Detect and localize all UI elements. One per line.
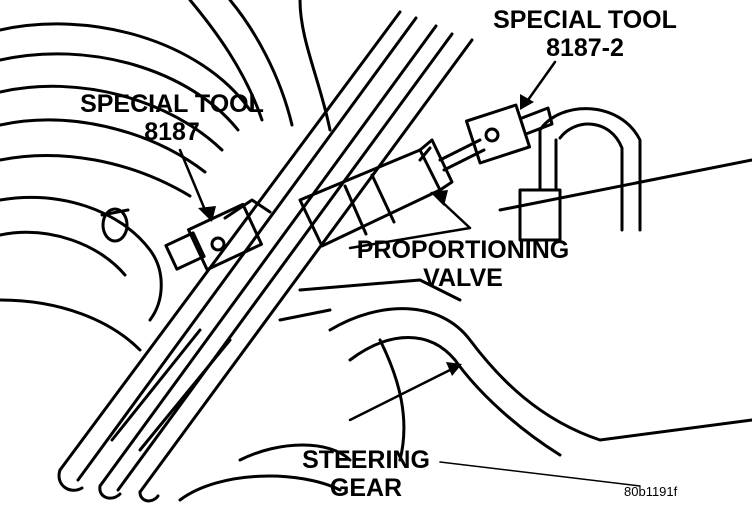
arrowhead-steering-gear — [446, 362, 462, 376]
label-steering-gear: STEERING GEAR — [292, 446, 440, 502]
label-proportioning-valve-line1: PROPORTIONING — [356, 236, 570, 264]
arrowhead-tool-8187 — [198, 206, 216, 222]
brake-line-bundle — [57, 10, 474, 503]
label-proportioning-valve-line2: VALVE — [423, 264, 503, 292]
label-special-tool-8187-2-line1: SPECIAL TOOL — [493, 6, 677, 34]
label-special-tool-8187: SPECIAL TOOL 8187 — [68, 90, 276, 146]
label-steering-gear-line1: STEERING — [302, 446, 430, 474]
figure-id: 80b1191f — [624, 484, 678, 499]
callout-leaders — [178, 60, 641, 487]
leader-fig-id — [439, 461, 641, 487]
label-special-tool-8187-line1: SPECIAL TOOL — [80, 90, 264, 118]
arrowhead-tool-8187-2 — [520, 94, 534, 110]
label-steering-gear-line2: GEAR — [329, 474, 403, 502]
steering-gear — [178, 158, 752, 502]
brake-booster-drum — [0, 0, 332, 198]
leader-proportioning-valve — [348, 198, 472, 250]
callout-arrowheads — [198, 94, 534, 376]
label-special-tool-8187-2-line2: 8187-2 — [546, 34, 624, 62]
leader-steering-gear — [348, 368, 452, 422]
proportioning-valve-body — [298, 138, 454, 248]
special-tool-8187-2-gauge — [438, 103, 554, 172]
label-special-tool-8187-line2: 8187 — [144, 118, 200, 146]
wheel-hub — [0, 196, 163, 352]
special-tool-8187-fitting — [164, 198, 272, 272]
label-special-tool-8187-2: SPECIAL TOOL 8187-2 — [478, 6, 692, 62]
leader-tool-8187-2 — [526, 60, 557, 102]
hose-loop — [518, 107, 642, 242]
arrowhead-proportioning-valve — [430, 190, 448, 206]
leader-tool-8187 — [178, 148, 207, 212]
label-proportioning-valve: PROPORTIONING VALVE — [344, 236, 582, 292]
